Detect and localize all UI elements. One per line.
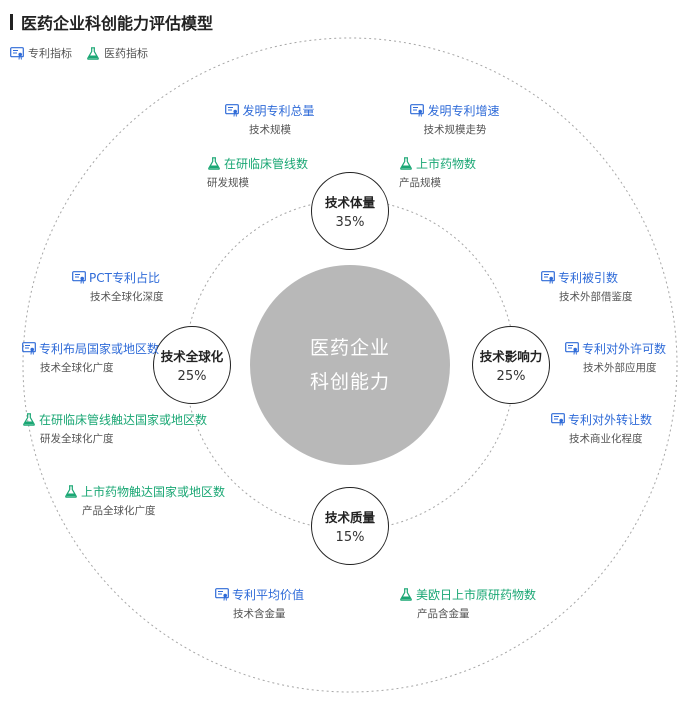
flask-icon — [65, 485, 77, 498]
indicator-citations: 专利被引数 技术外部借鉴度 — [541, 269, 633, 304]
indicator-desc: 产品含金量 — [417, 608, 470, 620]
flask-icon — [208, 157, 220, 170]
indicator-desc: 产品规模 — [399, 177, 441, 189]
center-label: 医药企业 科创能力 — [250, 285, 450, 445]
indicator-drug-regions: 上市药物触达国家或地区数 产品全球化广度 — [64, 483, 225, 518]
indicator-name: 专利平均价值 — [232, 588, 305, 602]
node-tech-scale-weight: 35% — [335, 215, 365, 230]
indicator-original-drugs: 美欧日上市原研药物数 产品含金量 — [399, 586, 536, 621]
indicator-desc: 技术商业化程度 — [569, 433, 643, 445]
node-tech-scale-name: 技术体量 — [324, 195, 375, 210]
indicator-desc: 技术外部借鉴度 — [559, 291, 633, 303]
patent-certificate-icon — [10, 46, 24, 60]
indicator-desc: 产品全球化广度 — [82, 505, 156, 517]
indicator-name: 专利对外转让数 — [568, 413, 653, 427]
patent-certificate-icon — [541, 271, 555, 284]
indicator-name: 美欧日上市原研药物数 — [416, 588, 537, 602]
indicator-name: 在研临床管线触达国家或地区数 — [39, 413, 208, 427]
legend-drug-label: 医药指标 — [104, 47, 148, 60]
indicator-total-patents: 发明专利总量 技术规模 — [200, 102, 340, 137]
indicator-marketed-drugs: 上市药物数 产品规模 — [399, 155, 476, 190]
indicator-name: PCT专利占比 — [89, 271, 160, 285]
legend-item-drug: 医药指标 — [86, 45, 148, 61]
indicator-desc: 技术规模 — [249, 124, 291, 136]
node-tech-quality-weight: 15% — [335, 530, 365, 545]
patent-certificate-icon — [565, 342, 579, 355]
patent-certificate-icon — [410, 104, 425, 117]
indicator-name: 上市药物触达国家或地区数 — [81, 485, 226, 499]
patent-certificate-icon — [22, 342, 36, 355]
indicator-name: 专利布局国家或地区数 — [39, 342, 160, 356]
indicator-patent-regions: 专利布局国家或地区数 技术全球化广度 — [22, 340, 159, 375]
node-tech-influence: 技术影响力 25% — [472, 326, 550, 404]
legend-patent-label: 专利指标 — [28, 47, 72, 60]
indicator-transfers: 专利对外转让数 技术商业化程度 — [551, 411, 652, 446]
indicator-name: 上市药物数 — [416, 157, 477, 171]
indicator-name: 发明专利总量 — [242, 104, 315, 118]
node-tech-global-weight: 25% — [177, 369, 207, 384]
flask-icon — [23, 413, 35, 426]
node-tech-global: 技术全球化 25% — [153, 326, 231, 404]
flask-icon — [87, 46, 99, 60]
center-line-2: 科创能力 — [309, 371, 390, 393]
node-tech-influence-weight: 25% — [496, 369, 526, 384]
node-tech-scale: 技术体量 35% — [311, 172, 389, 250]
title-accent-bar — [10, 14, 13, 30]
indicator-desc: 技术含金量 — [233, 608, 286, 620]
node-tech-quality: 技术质量 15% — [311, 487, 389, 565]
indicator-patent-growth: 发明专利增速 技术规模走势 — [385, 102, 525, 137]
indicator-name: 专利对外许可数 — [582, 342, 667, 356]
indicator-desc: 技术规模走势 — [423, 124, 487, 136]
center-line-1: 医药企业 — [309, 337, 390, 359]
indicator-desc: 技术全球化广度 — [40, 362, 114, 374]
node-tech-quality-name: 技术质量 — [324, 510, 375, 525]
indicator-desc: 技术外部应用度 — [583, 362, 657, 374]
indicator-name: 发明专利增速 — [427, 104, 500, 118]
indicator-desc: 研发全球化广度 — [40, 433, 114, 445]
legend: 专利指标 医药指标 — [10, 45, 162, 61]
indicator-avg-value: 专利平均价值 技术含金量 — [215, 586, 304, 621]
title-block: 医药企业科创能力评估模型 — [10, 10, 213, 34]
flask-icon — [400, 588, 412, 601]
indicator-pct-share: PCT专利占比 技术全球化深度 — [72, 269, 164, 304]
patent-certificate-icon — [72, 271, 86, 284]
page-title: 医药企业科创能力评估模型 — [21, 14, 214, 33]
center-circle — [250, 265, 450, 465]
patent-certificate-icon — [225, 104, 240, 117]
outer-dashed-ring — [22, 37, 678, 693]
indicator-licensing: 专利对外许可数 技术外部应用度 — [565, 340, 666, 375]
indicator-name: 在研临床管线数 — [224, 157, 309, 171]
patent-certificate-icon — [215, 588, 229, 601]
node-tech-influence-name: 技术影响力 — [479, 349, 543, 364]
indicator-pipeline-count: 在研临床管线数 研发规模 — [207, 155, 308, 190]
indicator-desc: 技术全球化深度 — [90, 291, 164, 303]
legend-item-patent: 专利指标 — [10, 45, 72, 61]
indicator-pipeline-regions: 在研临床管线触达国家或地区数 研发全球化广度 — [22, 411, 207, 446]
node-tech-global-name: 技术全球化 — [160, 349, 224, 364]
indicator-desc: 研发规模 — [207, 177, 249, 189]
patent-certificate-icon — [551, 413, 565, 426]
flask-icon — [400, 157, 412, 170]
indicator-name: 专利被引数 — [558, 271, 619, 285]
